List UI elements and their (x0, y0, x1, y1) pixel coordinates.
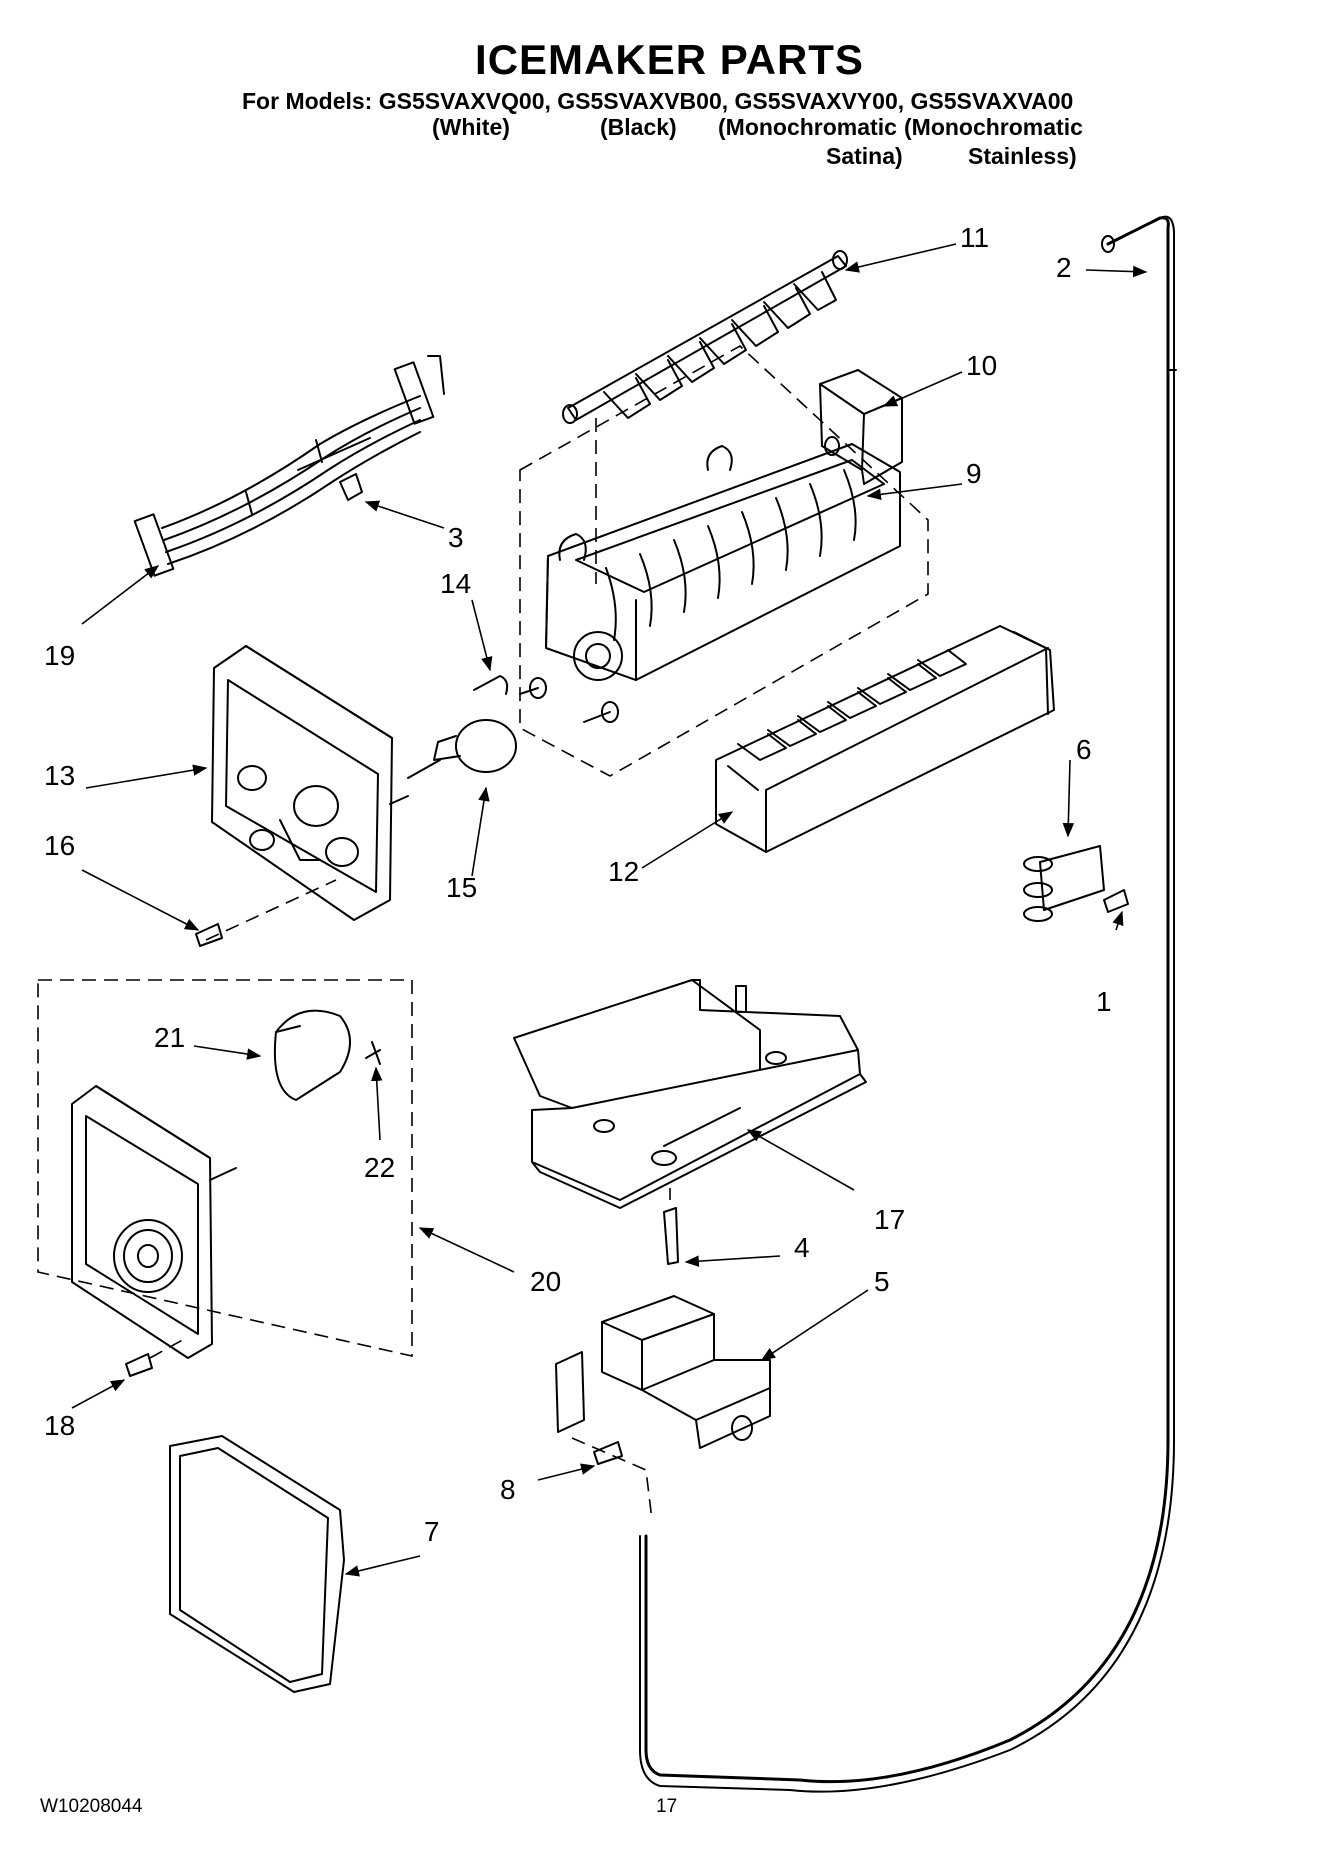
thermostat (408, 676, 516, 778)
cover (170, 1436, 344, 1692)
callout-18: 18 (44, 1410, 76, 1441)
icemaker-module (72, 1011, 380, 1358)
variant-mono-satina-2: Satina) (826, 143, 903, 169)
variant-mono-stainless-2: Stainless) (968, 143, 1077, 169)
variant-black: (Black) (600, 114, 677, 140)
callout-14: 14 (440, 568, 472, 599)
callout-4: 4 (794, 1232, 810, 1263)
callout-7: 7 (424, 1516, 440, 1547)
callout-5: 5 (874, 1266, 890, 1297)
callout-9: 9 (966, 458, 982, 489)
stripper (716, 626, 1054, 852)
mold (520, 444, 900, 722)
document-number: W10208044 (40, 1796, 143, 1817)
control-housing (212, 646, 408, 920)
callout-15: 15 (446, 872, 478, 903)
callout-13: 13 (44, 760, 76, 791)
models-line: For Models: GS5SVAXVQ00, GS5SVAXVB00, GS… (242, 88, 1074, 114)
variant-mono-stainless-1: (Monochromatic (904, 114, 1083, 140)
callout-11: 11 (960, 222, 990, 253)
page-number: 17 (656, 1796, 678, 1817)
callout-22: 22 (364, 1152, 396, 1183)
screws (126, 890, 1128, 1464)
ejector (563, 251, 847, 423)
page-title: ICEMAKER PARTS (475, 36, 864, 83)
bracket (514, 980, 866, 1208)
harness-clip (340, 474, 362, 500)
fill-tube-heater (640, 217, 1176, 1792)
wire-clip (1024, 846, 1104, 921)
callout-19: 19 (44, 640, 76, 671)
callout-17: 17 (874, 1204, 906, 1235)
callout-10: 10 (966, 350, 998, 381)
callout-2: 2 (1056, 252, 1072, 283)
callout-1: 1 (1096, 986, 1112, 1017)
callout-8: 8 (500, 1474, 516, 1505)
callout-16: 16 (44, 830, 76, 861)
wire-harness (135, 356, 444, 576)
callout-3: 3 (448, 522, 464, 553)
callout-12: 12 (608, 856, 640, 887)
callout-21: 21 (154, 1022, 186, 1053)
callout-20: 20 (530, 1266, 562, 1297)
callout-6: 6 (1076, 734, 1092, 765)
variant-white: (White) (432, 114, 510, 140)
variant-mono-satina-1: (Monochromatic (718, 114, 897, 140)
water-valve (556, 1296, 770, 1448)
